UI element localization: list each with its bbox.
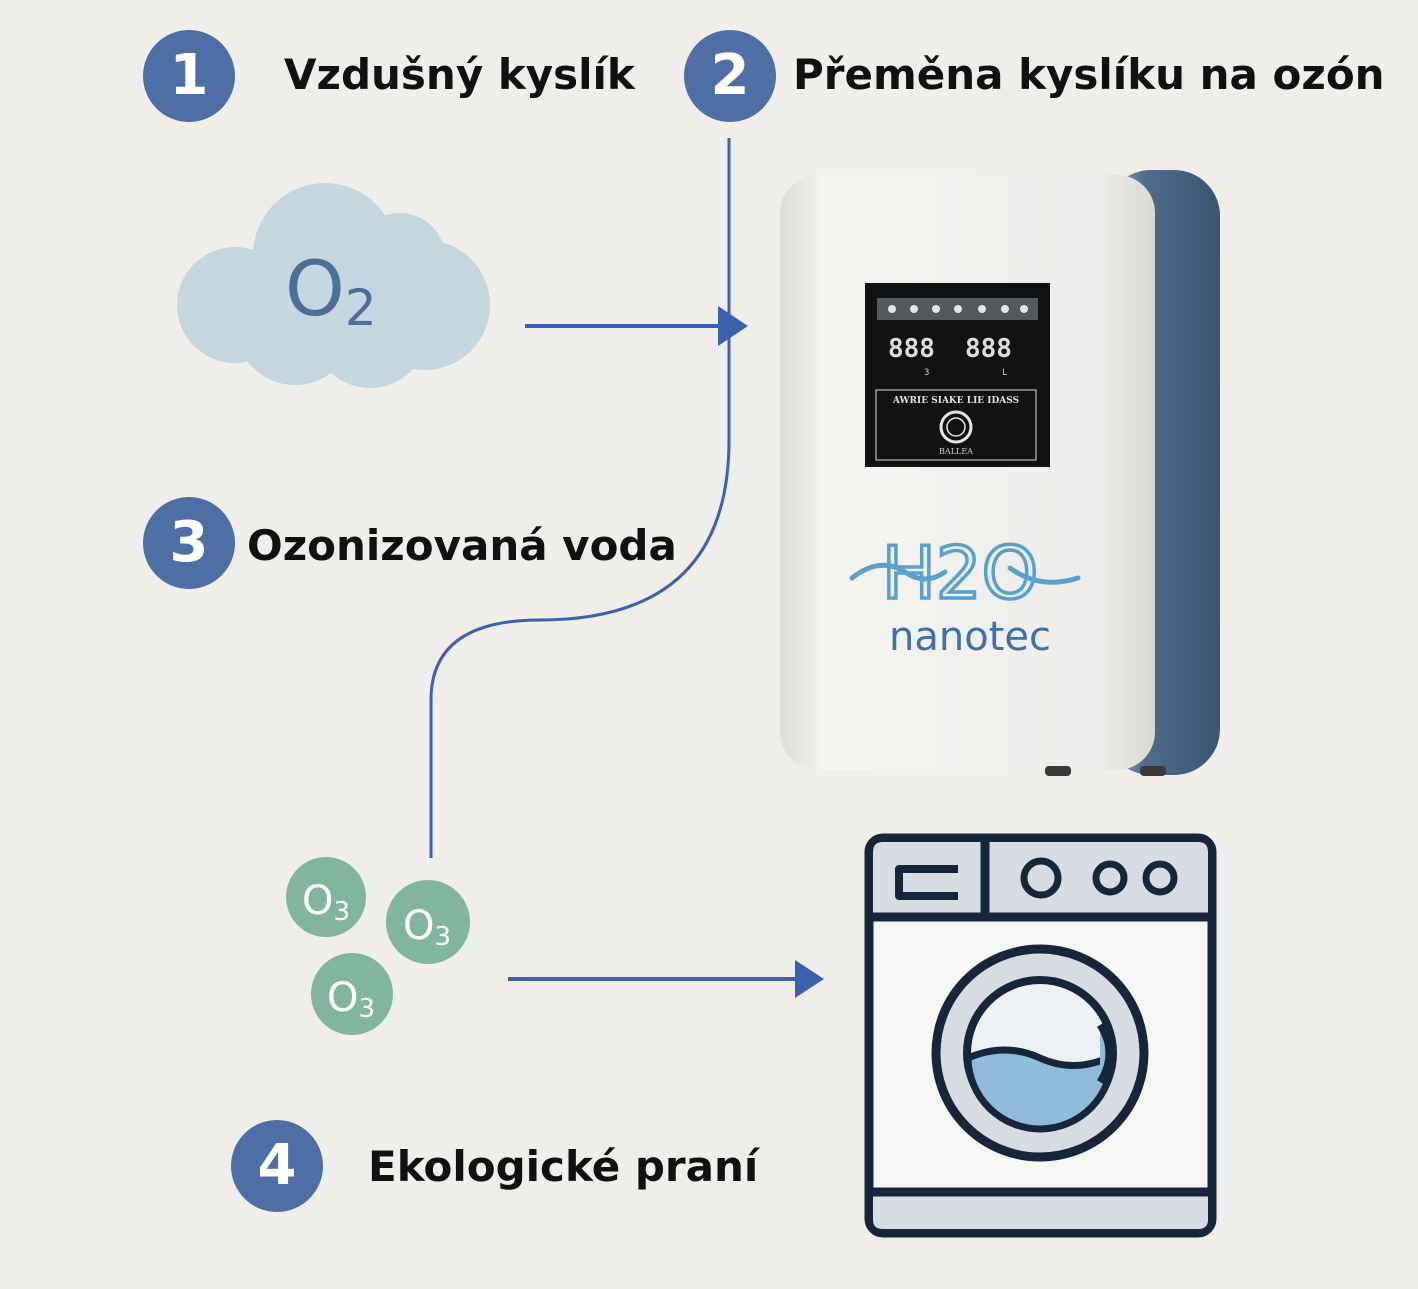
device-body <box>780 175 1155 770</box>
cloud-formula-main: O <box>285 244 345 333</box>
step-4-label: Ekologické praní <box>368 1142 759 1191</box>
arrow-molecules-to-washer-head <box>795 960 824 998</box>
step-2-badge: 2 <box>684 30 776 122</box>
device-display-left: 888 <box>888 334 935 364</box>
washer-door-handle <box>1096 1023 1113 1084</box>
device-display-right: 888 <box>965 334 1012 364</box>
device-power-button[interactable] <box>939 410 973 444</box>
cloud-formula-subscript: 2 <box>345 279 377 337</box>
step-2-label: Přeměna kyslíku na ozón <box>793 50 1385 99</box>
washing-machine-icon <box>864 833 1217 1238</box>
device-button-panel <box>875 389 1037 461</box>
step-3-label: Ozonizovaná voda <box>247 521 677 570</box>
washer-water <box>964 1046 1116 1133</box>
cloud-icon <box>177 183 490 388</box>
cloud-formula: O2 <box>285 244 377 337</box>
ozone-molecule-1-label: O3 <box>302 878 350 927</box>
device-button-caption: BALLEA <box>939 447 973 456</box>
ozone-molecule-3-label: O3 <box>327 975 375 1024</box>
device-foot-left <box>1045 766 1071 776</box>
washer-knob-1 <box>1020 857 1062 899</box>
washer-knob-3 <box>1142 860 1178 896</box>
ozone-molecules: O3 O3 O3 <box>286 857 470 1035</box>
device-display-caption-left: 3 <box>924 368 929 378</box>
step-3-badge: 3 <box>143 497 235 589</box>
device-panel-text: AWRIE SIAKE LIE IDASS <box>892 396 1019 406</box>
connector-step2-down <box>429 138 731 858</box>
ozone-molecule-3 <box>311 953 393 1035</box>
arrow-cloud-to-device-head <box>718 306 748 346</box>
ozone-molecule-2-label: O3 <box>403 903 451 952</box>
washer-detergent-drawer <box>895 865 958 900</box>
ozone-molecule-2 <box>386 880 470 964</box>
device-display-caption-right: L <box>1002 368 1007 378</box>
device-power-button-inner <box>946 417 966 437</box>
connector-lines <box>429 138 800 981</box>
brand-name: nanotec <box>889 614 1051 660</box>
device-foot-right <box>1140 766 1166 776</box>
washer-knob-2 <box>1092 860 1128 896</box>
brand-logo-text: H2O <box>882 531 1039 615</box>
step-1-label: Vzdušný kyslík <box>284 50 635 99</box>
brand-logo-icon <box>849 562 1081 585</box>
device-indicator-icons <box>888 305 1028 313</box>
ozone-generator-icon: 888 888 3 L AWRIE SIAKE LIE IDASS BALLEA… <box>780 170 1220 776</box>
washer-bottom-panel <box>873 1192 1208 1229</box>
ozone-molecule-1 <box>286 857 366 937</box>
step-1-badge: 1 <box>143 30 235 122</box>
step-4-badge: 4 <box>231 1120 323 1212</box>
